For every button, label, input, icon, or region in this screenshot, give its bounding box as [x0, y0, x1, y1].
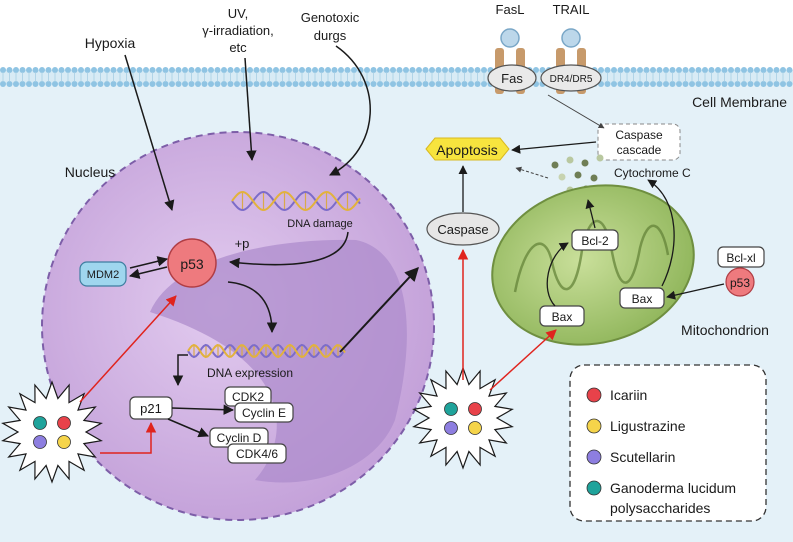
compound-mix-icon	[1, 380, 103, 484]
bax-inner-label: Bax	[632, 292, 653, 306]
cytochrome-to-apoptosis-arrow	[515, 166, 549, 179]
dr4-dr5-receptor	[540, 64, 602, 92]
receptor-to-cascade-arrow	[547, 94, 605, 129]
phosphorylation-label: +p	[235, 236, 250, 251]
genotoxic-drugs-label: Genotoxic durgs	[301, 10, 360, 43]
bax-to-bcl2-arrow	[546, 242, 569, 307]
cytochrome-c-label: Cytochrome C	[614, 166, 691, 180]
mdm2-node	[79, 261, 127, 287]
cyclin-e-label: Cyclin E	[242, 406, 286, 420]
legend-swatch	[586, 449, 602, 465]
bcl-xl-label: Bcl-xl	[726, 251, 755, 265]
p53-small-node	[725, 267, 755, 297]
mdm2-to-p53-arrow	[129, 256, 169, 269]
dr4-dr5-label: DR4/DR5	[550, 74, 593, 85]
fas-label: Fas	[501, 71, 523, 86]
svg-text:etc: etc	[229, 40, 247, 55]
legend-label: Scutellarin	[610, 449, 675, 465]
caspase-label: Caspase	[437, 222, 488, 237]
uv-label: UV, γ-irradiation, etc	[202, 6, 274, 55]
legend-label: Ganoderma lucidum	[610, 480, 736, 496]
cdk2-label: CDK2	[232, 390, 264, 404]
legend-label: Icariin	[610, 387, 647, 403]
svg-text:durgs: durgs	[314, 28, 347, 43]
apoptosis-node	[425, 137, 510, 161]
compounds-to-p53-red-arrow	[79, 295, 177, 403]
extracellular-space	[0, 0, 793, 72]
p53-to-bax-arrow	[666, 283, 725, 300]
p21-label: p21	[140, 401, 162, 416]
legend-label: Ligustrazine	[610, 418, 686, 434]
hypoxia-label: Hypoxia	[85, 35, 136, 51]
mitochondrion-cristae	[513, 219, 670, 293]
legend: IcariinLigustrazineScutellarinGanoderma …	[586, 387, 736, 516]
caspase-node	[426, 212, 500, 246]
legend-swatch	[586, 418, 602, 434]
svg-text:γ-irradiation,: γ-irradiation,	[202, 23, 274, 38]
genotoxic-arrow	[329, 45, 371, 176]
svg-text:UV,: UV,	[228, 6, 248, 21]
cyclin-d-label: Cyclin D	[217, 431, 262, 445]
nucleus-label: Nucleus	[65, 164, 116, 180]
dna-expression-helix-icon	[187, 343, 346, 359]
cyclin-e-node	[234, 402, 294, 423]
p53-label: p53	[180, 256, 204, 272]
p53-small-label: p53	[730, 276, 750, 290]
hypoxia-arrow	[124, 54, 175, 212]
dna-damage-label: DNA damage	[287, 218, 352, 230]
dna-expression-label: DNA expression	[207, 366, 293, 380]
compounds-to-bax-red-arrow	[489, 329, 557, 391]
p21-to-cyclin-e-arrow	[171, 404, 235, 415]
caspase-cascade-label-1: Caspase	[615, 128, 663, 142]
dna-damage-to-p53-arrow	[228, 231, 349, 269]
cell-membrane-bilayer	[0, 67, 793, 87]
legend-box	[569, 364, 767, 522]
bcl2-label: Bcl-2	[581, 234, 609, 248]
fas-receptor	[487, 64, 537, 92]
nucleolus	[150, 239, 407, 483]
dna-to-p21-arrow	[172, 354, 188, 387]
cdk4-6-node	[227, 443, 287, 464]
bcl-xl-node	[717, 246, 765, 268]
bax-outer-label: Bax	[552, 310, 573, 324]
p53-to-mdm2-arrow	[128, 266, 168, 279]
p21-to-cyclin-d-arrow	[167, 418, 209, 438]
bcl2-to-cytochrome-arrow	[585, 199, 596, 229]
cell-membrane-label: Cell Membrane	[692, 94, 787, 110]
mitochondrion-label: Mitochondrion	[681, 322, 769, 338]
legend-swatch	[586, 387, 602, 403]
legend-label: polysaccharides	[610, 500, 710, 516]
svg-text:Genotoxic: Genotoxic	[301, 10, 360, 25]
bax-inner-node	[619, 287, 665, 309]
bax-outer-node	[539, 305, 585, 327]
uv-arrow	[244, 57, 257, 162]
p53-to-dna-expression-arrow	[227, 281, 278, 334]
cascade-to-apoptosis-arrow	[511, 141, 597, 154]
trail-label: TRAIL	[553, 2, 590, 17]
dna-to-caspase-arrow	[339, 266, 419, 353]
mdm2-label: MDM2	[87, 269, 119, 281]
dna-helix-icon	[231, 190, 361, 212]
cdk4-6-label: CDK4/6	[236, 447, 278, 461]
fasl-label: FasL	[496, 2, 525, 17]
apoptosis-label: Apoptosis	[436, 142, 497, 158]
caspase-cascade-label-2: cascade	[617, 143, 662, 157]
compounds-to-p21-red-arrow	[100, 421, 157, 454]
legend-swatch	[586, 480, 602, 496]
caspase-cascade-box	[597, 123, 681, 161]
compound-mix-icon-right	[412, 366, 514, 470]
bax-to-cytochrome-arrow	[647, 179, 675, 287]
bcl2-node	[571, 229, 619, 251]
